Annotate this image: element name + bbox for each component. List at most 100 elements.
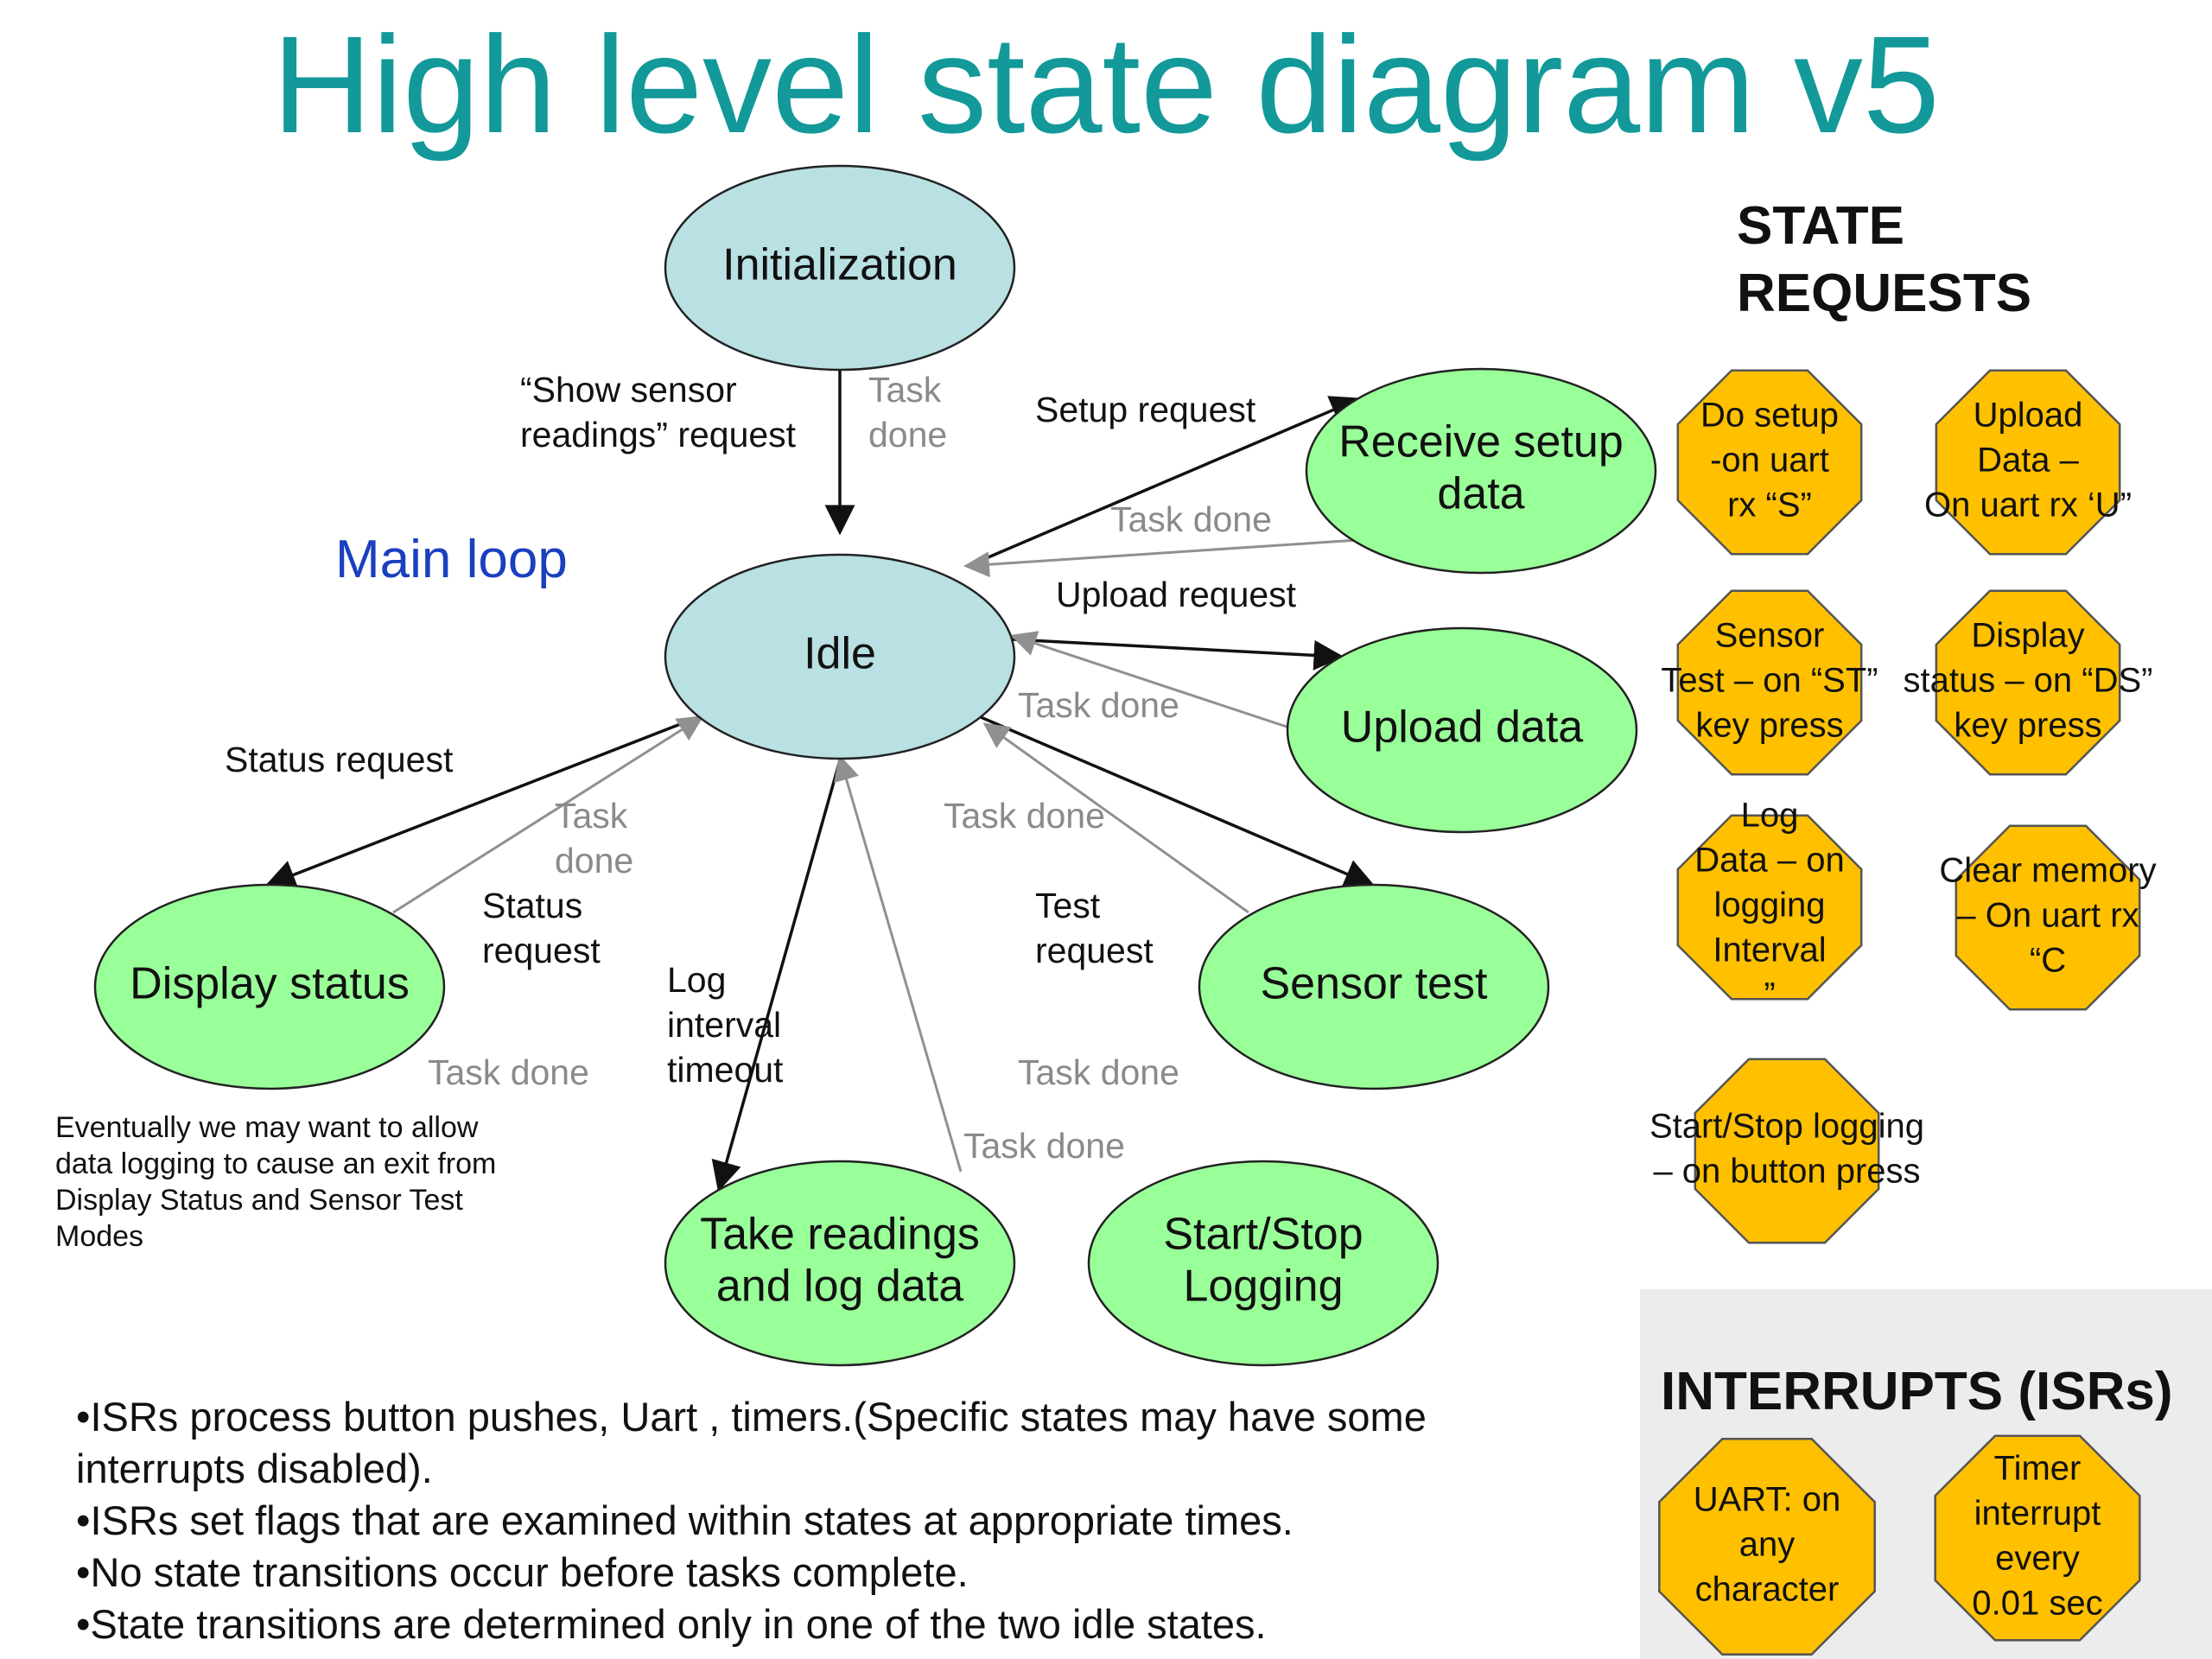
transition-label-test-request: request	[1035, 931, 1154, 970]
note-line: Display Status and Sensor Test	[55, 1184, 463, 1217]
octagon-label: – on button press	[1653, 1153, 1920, 1191]
transition-label-show-sensor: “Show sensor	[520, 370, 737, 410]
state-ellipse	[664, 164, 1016, 372]
interrupts-heading: INTERRUPTS (ISRs)	[1661, 1362, 2173, 1421]
octagon-label: Log	[1741, 797, 1799, 835]
octagon-shape	[1676, 814, 1863, 1001]
octagon-shape	[1694, 1058, 1880, 1244]
state-idle: Idle	[664, 553, 1016, 760]
transition-label-take-task-done: Task done	[963, 1126, 1125, 1166]
transition-label-take-task-done-right: Task done	[1018, 1052, 1179, 1092]
state-display-status: Display status	[93, 883, 446, 1090]
state-ellipse	[1305, 367, 1657, 575]
octagon-label: every	[1995, 1540, 2080, 1578]
display-to-idle-arrow	[392, 715, 704, 914]
transition-label-status-request-side: Status	[482, 886, 582, 925]
octagon-label: – On uart rx	[1956, 897, 2139, 935]
transition-label-status-task-done: Task	[555, 796, 628, 836]
bullet-line: •No state transitions occur before tasks…	[76, 1549, 969, 1595]
state-requests-heading: REQUESTS	[1737, 264, 2031, 323]
octagon-label: Timer	[1994, 1450, 2082, 1488]
octagon-label: On uart rx ‘U”	[1924, 486, 2132, 524]
octagon-shape	[1676, 589, 1863, 776]
transition-label-status-task-done: done	[555, 841, 633, 880]
octagon-label: ”	[1764, 976, 1775, 1014]
transition-label-log-interval: timeout	[667, 1050, 784, 1090]
state-ellipse	[664, 1160, 1016, 1367]
idle-to-take-arrow	[711, 760, 842, 1192]
idle-to-display-arrow	[264, 715, 699, 889]
main-loop-label: Main loop	[335, 530, 568, 589]
state-ellipse	[1286, 626, 1638, 834]
state-ellipse	[1198, 883, 1550, 1090]
state-ellipse	[664, 553, 1016, 760]
transition-label-init-task-done: Task	[868, 370, 942, 410]
octagon-shape	[1935, 589, 2121, 776]
octagon-shape	[1676, 369, 1863, 556]
octagon-label: Data –	[1977, 442, 2080, 480]
sensor-to-idle-arrow	[982, 722, 1249, 914]
state-upload-data: Upload data	[1286, 626, 1638, 834]
octagon-label: Do setup	[1700, 397, 1839, 435]
transition-label-setup-request: Setup request	[1035, 390, 1256, 429]
octagon-label: Interval	[1713, 931, 1826, 969]
state-request-octagon: Clear memory– On uart rx“C	[1939, 824, 2157, 1011]
transition-label-log-interval: Log	[667, 960, 726, 1000]
page-title: High level state diagram v5	[272, 7, 1940, 162]
transition-label-status-request-side: request	[482, 931, 601, 970]
octagon-label: Test – on “ST”	[1661, 662, 1878, 700]
octagon-label: logging	[1713, 887, 1825, 925]
octagon-shape	[1658, 1438, 1876, 1656]
state-label: and log data	[716, 1262, 963, 1312]
note-line: Eventually we may want to allow	[55, 1111, 479, 1144]
state-label: Display status	[130, 959, 410, 1009]
transition-arrows	[264, 370, 1376, 1192]
bullet-line: interrupts disabled).	[76, 1446, 433, 1491]
transition-label-sensor-task-done: Task done	[944, 796, 1105, 836]
bullet-line: •ISRs process button pushes, Uart , time…	[76, 1394, 1427, 1440]
octagon-label: Sensor	[1715, 617, 1825, 655]
octagon-label: -on uart	[1710, 442, 1829, 480]
take-to-idle-arrow	[834, 754, 963, 1173]
state-request-octagon: Start/Stop logging – on button press	[1649, 1058, 1924, 1244]
state-ellipse	[1087, 1160, 1440, 1367]
state-label: Logging	[1183, 1262, 1343, 1312]
octagon-label: 0.01 sec	[1972, 1585, 2102, 1623]
transition-label-setup-task-done: Task done	[1110, 499, 1272, 539]
octagon-label: Data – on	[1694, 842, 1844, 880]
state-label: Take readings	[700, 1210, 980, 1260]
octagon-label: Start/Stop logging	[1649, 1108, 1924, 1146]
octagon-shape	[1934, 1434, 2141, 1642]
octagon-label: any	[1739, 1526, 1796, 1564]
transition-label-log-interval: interval	[667, 1005, 781, 1045]
transition-label-show-sensor: readings” request	[520, 415, 797, 454]
octagon-label: key press	[1695, 707, 1843, 745]
octagon-label: Clear memory	[1939, 852, 2156, 890]
upload-to-idle-arrow	[1010, 631, 1290, 729]
state-request-octagon: Do setup -on uart rx “S”	[1676, 369, 1863, 556]
transition-label-upload-task-done: Task done	[1018, 685, 1179, 725]
transition-label-status-request-top: Status request	[225, 740, 454, 779]
octagon-label: Upload	[1974, 397, 2083, 435]
transition-label-display-task-done: Task done	[428, 1052, 589, 1092]
octagon-label: interrupt	[1974, 1495, 2101, 1533]
state-initialization: Initialization	[664, 164, 1016, 372]
idle-to-sensor-arrow	[980, 715, 1376, 888]
state-ellipse	[93, 883, 446, 1090]
bullet-line: •State transitions are determined only i…	[76, 1601, 1267, 1647]
idle-to-setup-arrow	[977, 396, 1362, 563]
state-label: Start/Stop	[1163, 1210, 1363, 1260]
octagon-label: Display	[1971, 617, 2084, 655]
octagon-label: rx “S”	[1727, 486, 1812, 524]
idle-to-upload-arrow	[1012, 638, 1344, 671]
